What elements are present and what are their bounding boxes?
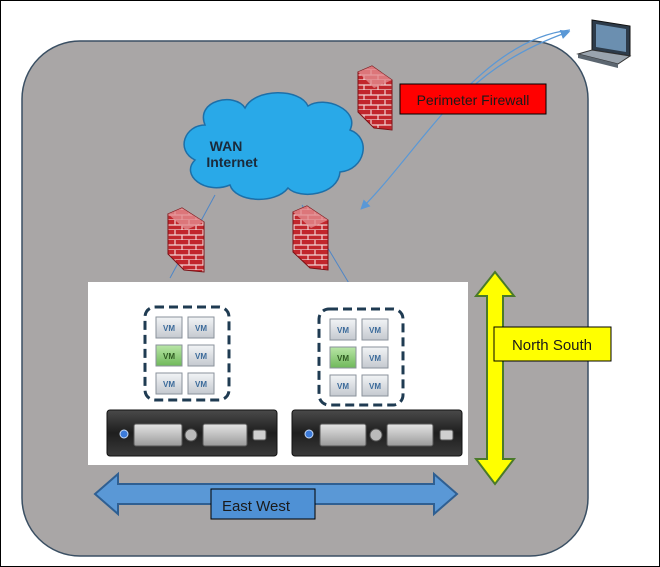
vm-tile	[361, 346, 389, 369]
cloud-to-laptop-arrow	[466, 29, 571, 93]
drive-bay	[202, 423, 248, 447]
drive-bay	[319, 423, 367, 447]
north-south-arrow	[473, 270, 517, 486]
host-firewall-right-icon	[292, 205, 329, 271]
vm-tile	[187, 344, 215, 367]
vm-tile-label: VM	[195, 324, 207, 333]
vm-tile	[361, 374, 389, 397]
vm-tile-label: VM	[369, 382, 381, 391]
east-west-label: East West	[222, 498, 291, 515]
north-south-label-box	[493, 326, 612, 362]
perimeter-firewall-icon	[357, 65, 393, 131]
server-port-icon	[439, 429, 454, 441]
vm-tile	[361, 318, 389, 341]
east-west-label-box	[210, 488, 316, 520]
vm-tile-label: VM	[337, 326, 349, 335]
laptop-icon	[576, 19, 632, 68]
wan-internet-cloud: WAN Internet	[183, 92, 364, 201]
vm-tile-label: VM	[195, 380, 207, 389]
vm-tile-label: VM	[369, 354, 381, 363]
server-left	[106, 409, 278, 457]
vm-tile-active	[329, 346, 357, 369]
vm-tile-active	[155, 344, 183, 367]
vm-grid-left: VM VM VM VM VM VM	[155, 316, 215, 395]
vm-tile	[187, 372, 215, 395]
server-knob-icon	[369, 428, 383, 442]
drive-bay	[386, 423, 434, 447]
vm-tile-label: VM	[337, 354, 349, 363]
server-port-icon	[252, 429, 267, 441]
drive-bay	[133, 423, 183, 447]
power-led-icon	[304, 429, 314, 439]
host-firewall-left-icon	[167, 207, 205, 273]
vm-tile-label: VM	[163, 380, 175, 389]
server-knob-icon	[184, 428, 198, 442]
vm-tile-label: VM	[195, 352, 207, 361]
perimeter-firewall-label: Perimeter Firewall	[417, 92, 530, 108]
vm-tile	[187, 316, 215, 339]
north-south-label: North South	[512, 337, 592, 354]
vm-tile-label: VM	[163, 324, 175, 333]
vm-tile	[155, 372, 183, 395]
power-led-icon	[119, 429, 129, 439]
vm-tile-label: VM	[369, 326, 381, 335]
vm-grid-right: VM VM VM VM VM VM	[329, 318, 389, 397]
vm-tile-label: VM	[163, 352, 175, 361]
perimeter-firewall-label-box	[399, 83, 547, 115]
vm-tile-label: VM	[337, 382, 349, 391]
cloud-label-line1: WAN	[210, 138, 243, 154]
vm-tile	[329, 318, 357, 341]
cloud-label-line2: Internet	[206, 154, 258, 170]
vm-tile	[329, 374, 357, 397]
vm-tile	[155, 316, 183, 339]
server-right	[291, 409, 463, 457]
